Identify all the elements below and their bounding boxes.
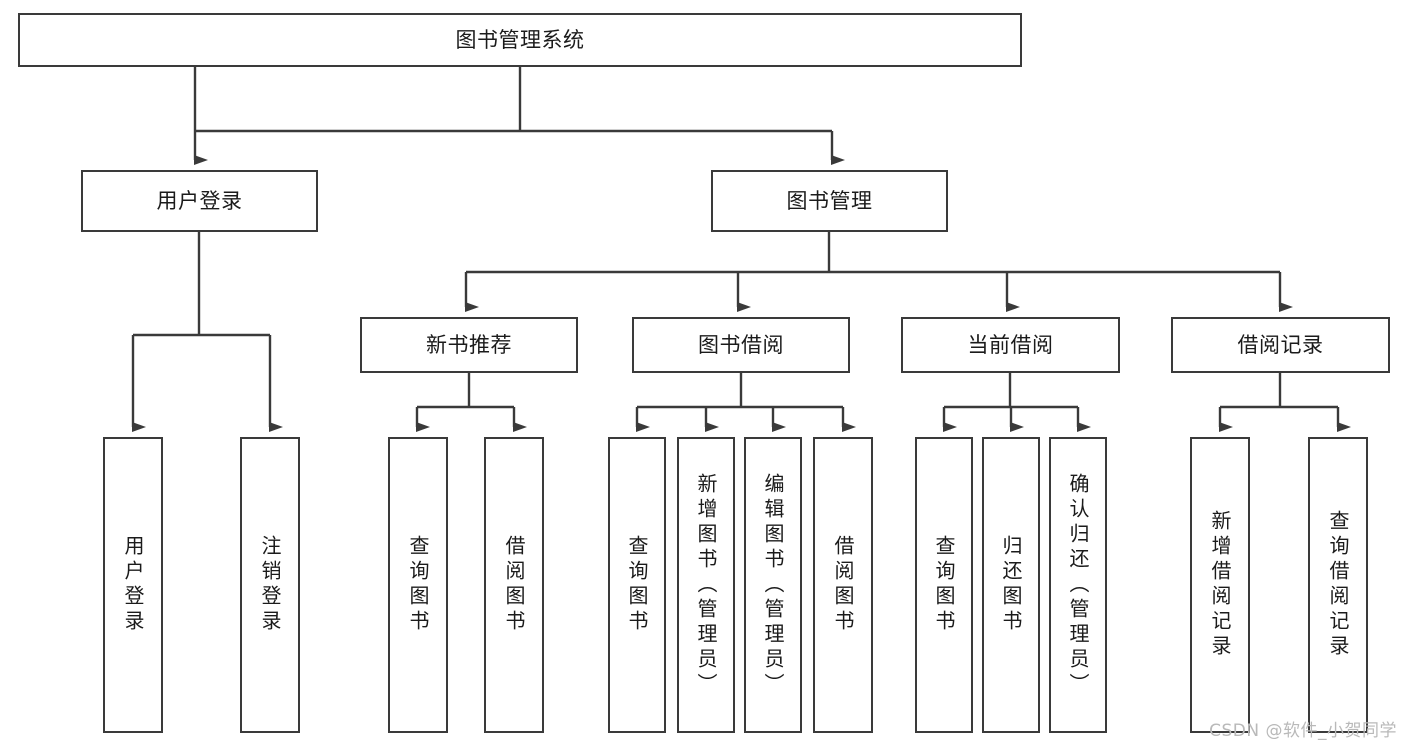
node-current-borrow-label: 当前借阅 xyxy=(967,332,1054,357)
node-root-system[interactable]: 图书管理系统 xyxy=(18,13,1022,67)
node-leaf-add-borrow-record-label: 新增借阅记录 xyxy=(1208,510,1232,660)
node-leaf-edit-book-admin[interactable]: 编辑图书（管理员） xyxy=(744,437,802,733)
node-user-login-label: 用户登录 xyxy=(156,188,243,213)
node-borrow-record-label: 借阅记录 xyxy=(1237,332,1324,357)
node-book-borrow-label: 图书借阅 xyxy=(698,332,784,357)
node-leaf-query-book-borrow[interactable]: 查询图书 xyxy=(608,437,666,733)
node-leaf-return-book-label: 归还图书 xyxy=(999,535,1023,635)
node-leaf-user-login[interactable]: 用户登录 xyxy=(103,437,163,733)
node-leaf-query-book-recommend-label: 查询图书 xyxy=(406,535,430,635)
node-leaf-add-book-admin[interactable]: 新增图书（管理员） xyxy=(677,437,735,733)
node-book-management[interactable]: 图书管理 xyxy=(711,170,948,232)
node-leaf-borrow-book-recommend[interactable]: 借阅图书 xyxy=(484,437,544,733)
node-leaf-query-book-current[interactable]: 查询图书 xyxy=(915,437,973,733)
node-leaf-borrow-book-recommend-label: 借阅图书 xyxy=(502,535,526,635)
node-leaf-logout-login-label: 注销登录 xyxy=(258,535,282,635)
node-new-book-recommend[interactable]: 新书推荐 xyxy=(360,317,578,373)
node-current-borrow[interactable]: 当前借阅 xyxy=(901,317,1120,373)
node-book-borrow[interactable]: 图书借阅 xyxy=(632,317,850,373)
node-leaf-query-book-current-label: 查询图书 xyxy=(932,535,956,635)
csdn-watermark: CSDN @软件_小贺同学 xyxy=(1209,721,1397,741)
node-leaf-confirm-return-admin[interactable]: 确认归还（管理员） xyxy=(1049,437,1107,733)
node-leaf-query-borrow-record[interactable]: 查询借阅记录 xyxy=(1308,437,1368,733)
node-book-management-label: 图书管理 xyxy=(786,188,873,213)
node-leaf-query-book-recommend[interactable]: 查询图书 xyxy=(388,437,448,733)
node-leaf-query-borrow-record-label: 查询借阅记录 xyxy=(1326,510,1350,660)
node-leaf-edit-book-admin-label: 编辑图书（管理员） xyxy=(761,472,785,698)
node-leaf-add-borrow-record[interactable]: 新增借阅记录 xyxy=(1190,437,1250,733)
node-root-system-label: 图书管理系统 xyxy=(455,27,585,52)
node-leaf-borrow-book-borrow-label: 借阅图书 xyxy=(831,535,855,635)
node-leaf-user-login-label: 用户登录 xyxy=(121,535,145,635)
node-leaf-borrow-book-borrow[interactable]: 借阅图书 xyxy=(813,437,873,733)
node-borrow-record[interactable]: 借阅记录 xyxy=(1171,317,1390,373)
node-leaf-return-book[interactable]: 归还图书 xyxy=(982,437,1040,733)
node-new-book-recommend-label: 新书推荐 xyxy=(426,332,512,357)
node-user-login[interactable]: 用户登录 xyxy=(81,170,318,232)
node-leaf-logout-login[interactable]: 注销登录 xyxy=(240,437,300,733)
node-leaf-query-book-borrow-label: 查询图书 xyxy=(625,535,649,635)
node-leaf-confirm-return-admin-label: 确认归还（管理员） xyxy=(1066,472,1090,698)
node-leaf-add-book-admin-label: 新增图书（管理员） xyxy=(694,472,718,698)
